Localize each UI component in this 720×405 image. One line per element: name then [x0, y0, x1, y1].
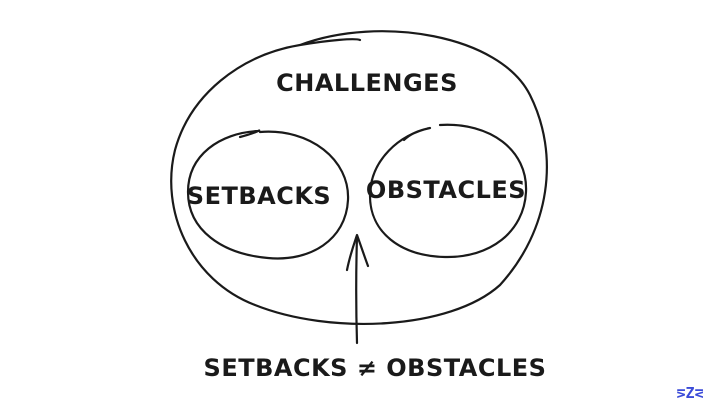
- outer-ellipse: [170, 30, 548, 326]
- right-ellipse: [368, 123, 528, 259]
- outer-label: CHALLENGES: [276, 69, 458, 97]
- bottom-label: SETBACKS ≠ OBSTACLES: [204, 354, 547, 382]
- right-label: OBSTACLES: [366, 176, 526, 204]
- left-label: SETBACKS: [187, 182, 331, 210]
- arrow-shaft: [355, 234, 359, 345]
- arrow-head: [345, 233, 370, 272]
- logo: ⋝Z⋜: [676, 384, 703, 402]
- left-ellipse: [186, 129, 350, 260]
- logo-text: ⋝Z⋜: [676, 384, 703, 402]
